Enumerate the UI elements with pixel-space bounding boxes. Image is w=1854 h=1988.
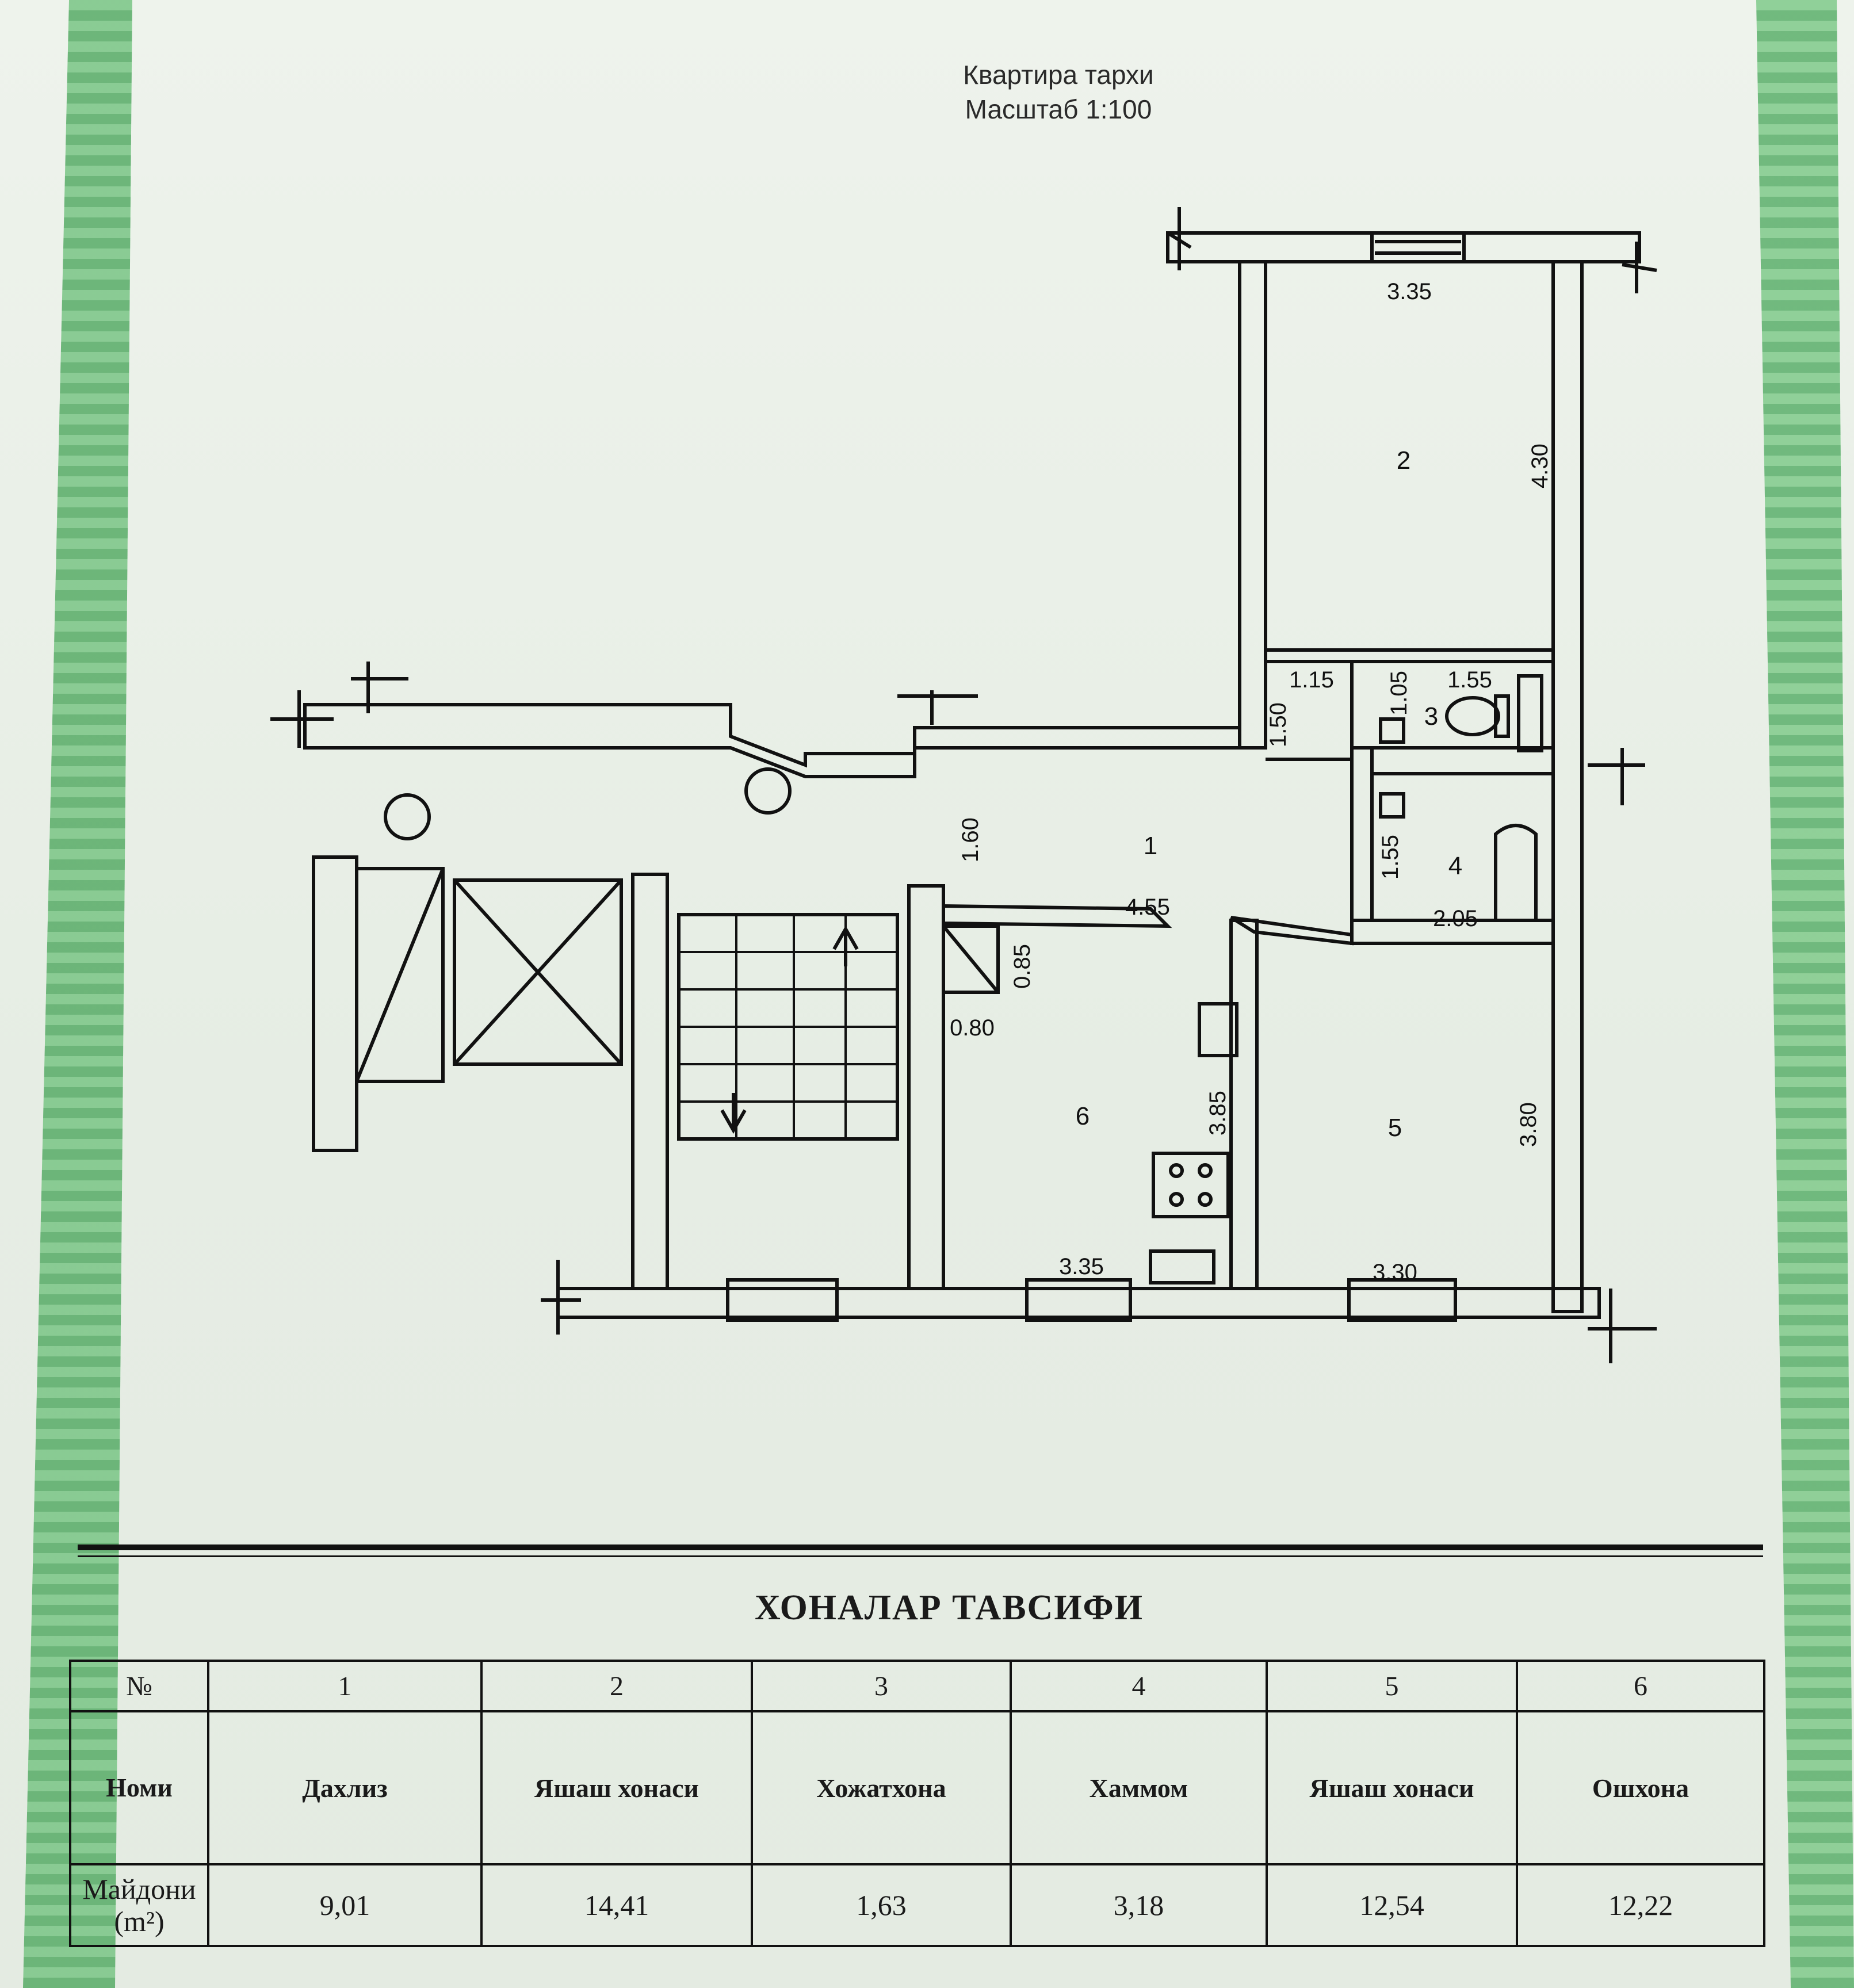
dim-hall-depth: 1.60 [958, 817, 983, 862]
dim-bath-depth: 1.55 [1378, 835, 1403, 880]
elevator-shaft [453, 878, 623, 1066]
room-label-1: 1 [1144, 832, 1157, 860]
cell-room-name: Яшаш хонаси [480, 1710, 753, 1865]
dim-wc-width: 1.55 [1447, 667, 1492, 693]
plan-title: Квартира тархи Масштаб 1:100 [886, 58, 1231, 127]
room-label-2: 2 [1397, 446, 1410, 475]
kitchen-shaft [942, 924, 1000, 994]
cell-room-name: Хожатхона [751, 1710, 1012, 1865]
dim-room5-width: 3.30 [1373, 1260, 1417, 1285]
cell-number: 2 [480, 1660, 753, 1712]
dim-room2-width: 3.35 [1387, 279, 1432, 304]
cell-number: 6 [1516, 1660, 1765, 1712]
plan-title-line2: Масштаб 1:100 [965, 94, 1152, 124]
break-mark-top-left [1167, 207, 1192, 270]
break-mark-right [1588, 748, 1645, 805]
wall-room2-bottom [1264, 648, 1555, 663]
dim-shaft-width: 0.80 [950, 1015, 995, 1041]
cell-room-area: 14,41 [480, 1863, 753, 1947]
wall-bath-block [1266, 660, 1354, 761]
toilet-tank [1494, 694, 1510, 738]
dim-hall-side: 1.50 [1266, 702, 1291, 747]
break-mark-left-top [351, 662, 408, 713]
oven [1149, 1249, 1215, 1284]
floor-plan-drawing: 3.35 4.30 1.15 1.05 1.55 1.50 1.60 1.55 … [270, 207, 1657, 1363]
cell-number-header: № [69, 1660, 209, 1712]
table-row-names: Номи Дахлиз Яшаш хонаси Хожатхона Хаммом… [69, 1710, 1765, 1865]
dim-room2-length: 4.30 [1527, 444, 1553, 488]
wall-corridor-top [303, 703, 1241, 778]
gas-stove [1152, 1152, 1230, 1218]
wall-far-left [312, 855, 358, 1152]
break-mark-bottom-right [1588, 1289, 1657, 1363]
break-mark-left [270, 690, 334, 748]
table-row-numbers: № 1 2 3 4 5 6 [69, 1660, 1765, 1712]
column-circle-1 [744, 767, 792, 815]
wc-shaft [1517, 674, 1543, 752]
sink-bath [1379, 792, 1405, 819]
window-top [1370, 231, 1466, 263]
dim-hall-top: 1.15 [1289, 667, 1334, 693]
wall-room5-room6 [1229, 919, 1259, 1290]
cell-room-name: Яшаш хонаси [1266, 1710, 1518, 1865]
table-row-areas: Майдони (m²) 9,01 14,41 1,63 3,18 12,54 … [69, 1863, 1765, 1947]
cell-area-header: Майдони (m²) [69, 1863, 209, 1947]
wall-stair-left [631, 873, 669, 1290]
room-label-4: 4 [1448, 852, 1462, 880]
area-header-line1: Майдони [82, 1873, 196, 1905]
dim-wc-depth: 1.05 [1386, 671, 1412, 716]
plan-title-line1: Квартира тархи [963, 60, 1154, 90]
break-mark-bottom-left [541, 1260, 581, 1335]
section-divider-thin [78, 1555, 1763, 1557]
bathtub-fixture [1494, 824, 1538, 922]
column-circle-2 [384, 793, 431, 840]
room-label-6: 6 [1076, 1102, 1090, 1130]
toilet-fixture [1445, 696, 1500, 736]
room-label-5: 5 [1388, 1114, 1402, 1142]
break-mark-mid [897, 690, 978, 725]
cell-room-name: Дахлиз [207, 1710, 483, 1865]
dim-shaft-depth: 0.85 [1010, 944, 1035, 989]
cell-number: 1 [207, 1660, 483, 1712]
window-room5 [1347, 1278, 1457, 1322]
wall-hall-bottom-right [1230, 916, 1354, 946]
dim-hall-length: 4.55 [1125, 894, 1170, 920]
dim-kitchen-width: 3.35 [1059, 1254, 1104, 1279]
dim-kitchen-length: 3.85 [1205, 1091, 1230, 1136]
wall-right-outer [1551, 260, 1584, 1313]
cell-name-header: Номи [69, 1710, 209, 1865]
wall-kitchen-left [907, 884, 945, 1290]
sink-wc [1379, 717, 1405, 744]
wall-bath-left [1350, 746, 1374, 922]
cell-room-area: 12,54 [1266, 1863, 1518, 1947]
wall-room2-left [1238, 260, 1267, 750]
cell-number: 4 [1010, 1660, 1268, 1712]
area-header-line2: (m²) [114, 1905, 165, 1937]
cell-number: 5 [1266, 1660, 1518, 1712]
break-mark-top-right [1622, 242, 1657, 293]
dim-bath-width: 2.05 [1433, 906, 1478, 931]
cell-number: 3 [751, 1660, 1012, 1712]
section-divider-thick [78, 1544, 1763, 1550]
cell-room-name: Хаммом [1010, 1710, 1268, 1865]
cell-room-area: 9,01 [207, 1863, 483, 1947]
cell-room-area: 3,18 [1010, 1863, 1268, 1947]
room-label-3: 3 [1424, 702, 1438, 731]
wall-bottom-exterior [556, 1287, 1601, 1319]
window-stair [726, 1278, 839, 1322]
wall-top [1166, 231, 1641, 263]
kitchen-sink [1198, 1002, 1238, 1057]
cell-room-area: 12,22 [1516, 1863, 1765, 1947]
rooms-table: № 1 2 3 4 5 6 Номи Дахлиз Яшаш хонаси Хо… [69, 1660, 1765, 1947]
cell-room-area: 1,63 [751, 1863, 1012, 1947]
dim-room5-length: 3.80 [1516, 1102, 1541, 1147]
rooms-table-heading: ХОНАЛАР ТАВСИФИ [754, 1588, 1144, 1627]
window-kitchen [1025, 1278, 1132, 1322]
cell-room-name: Ошхона [1516, 1710, 1765, 1865]
